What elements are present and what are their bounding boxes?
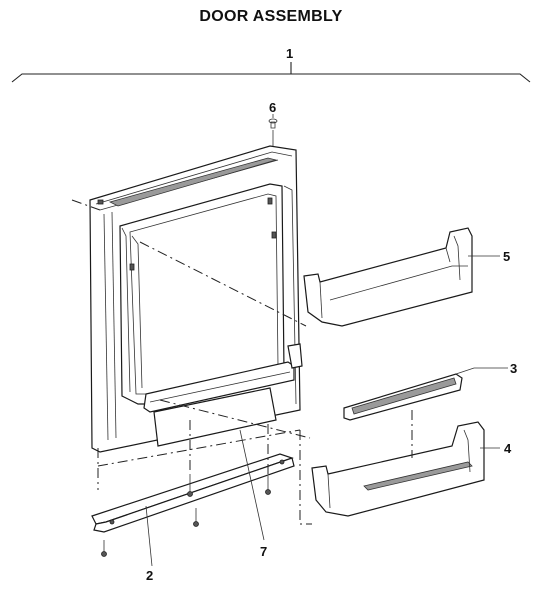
diagram-title: DOOR ASSEMBLY <box>199 8 343 25</box>
callout-6: 6 <box>269 100 276 115</box>
door-shelf-upper <box>303 227 473 327</box>
callout-2: 2 <box>146 568 153 583</box>
explode-lines <box>71 199 413 525</box>
door-shelf-lower <box>311 421 485 517</box>
door-frame <box>89 145 303 453</box>
callout-1: 1 <box>286 46 293 61</box>
bottom-plate <box>91 453 295 533</box>
retainer-bar <box>343 373 463 421</box>
callout-3: 3 <box>510 361 517 376</box>
plate-screws <box>101 474 271 557</box>
callout-5: 5 <box>503 249 510 264</box>
callout-4: 4 <box>504 441 512 456</box>
callout-7: 7 <box>260 544 267 559</box>
assembly-bracket <box>11 62 531 83</box>
leader-lines <box>145 114 508 567</box>
screw-item-6 <box>268 118 278 146</box>
